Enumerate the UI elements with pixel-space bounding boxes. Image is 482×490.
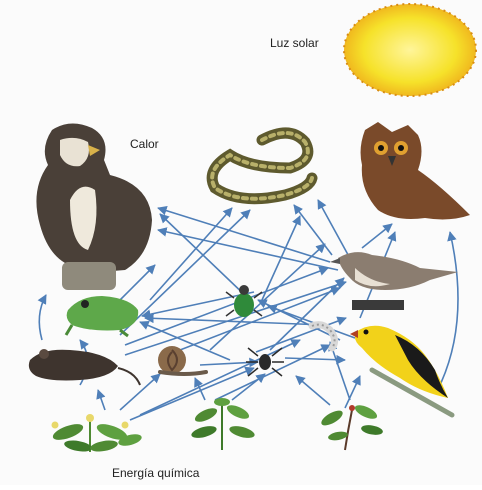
sun-icon	[344, 4, 476, 96]
label-heat: Calor	[130, 137, 159, 151]
label-chemical-energy: Energía química	[112, 466, 199, 480]
label-sunlight: Luz solar	[270, 36, 319, 50]
